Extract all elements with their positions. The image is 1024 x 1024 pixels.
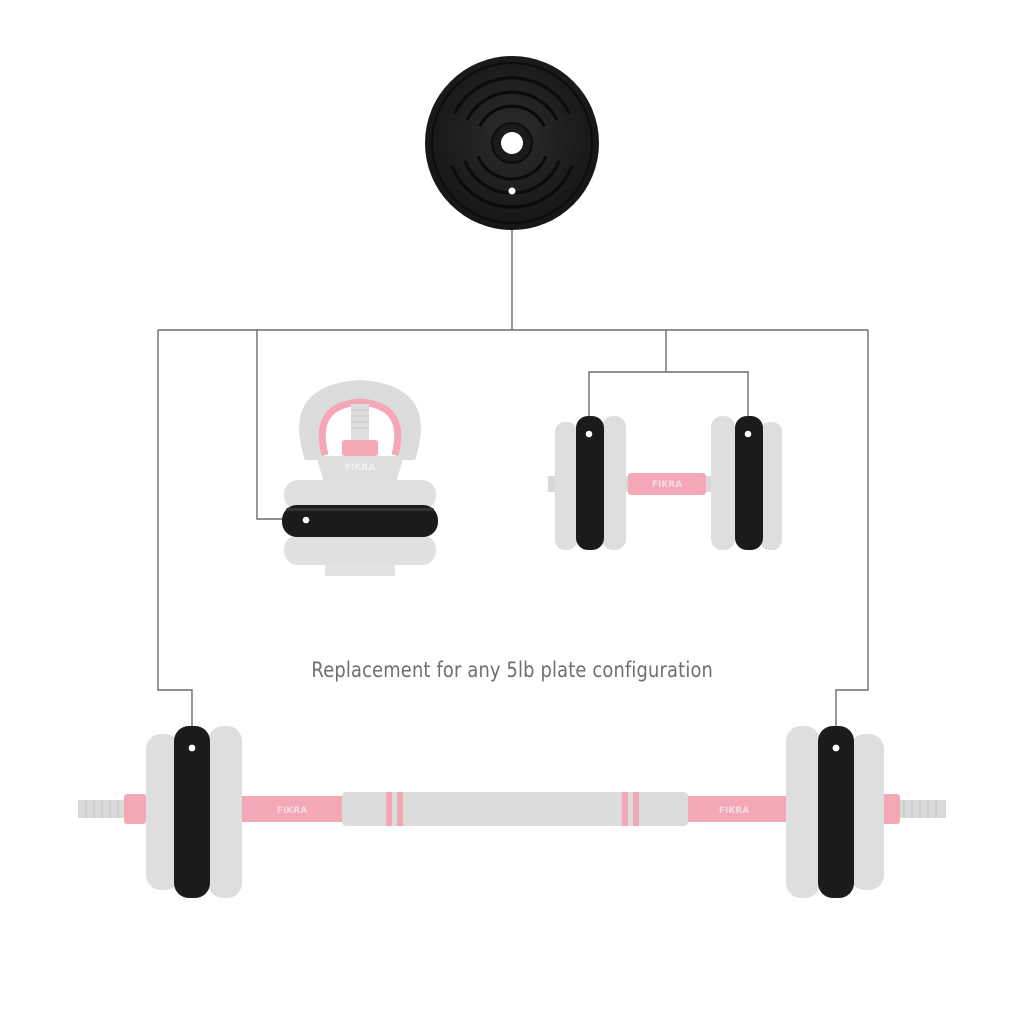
- kettlebell-brand-mark: FIKRA: [345, 463, 375, 473]
- dumbbell-icon: FIKRA: [548, 416, 782, 550]
- connector-barbell-left: [157, 330, 193, 746]
- barbell-brand-mark-left: FIKRA: [277, 806, 307, 816]
- connector-dumbbell-bridge: [588, 371, 749, 432]
- barbell-icon: FIKRA FIKRA: [78, 726, 946, 898]
- kettlebell-icon: FIKRA: [282, 380, 438, 576]
- caption-text: Replacement for any 5lb plate configurat…: [311, 658, 713, 682]
- dumbbell-brand-mark: FIKRA: [652, 480, 682, 490]
- weight-plate-icon: [425, 56, 599, 230]
- caption-container: Replacement for any 5lb plate configurat…: [311, 658, 713, 682]
- connector-lines: [157, 190, 869, 746]
- connector-barbell-right: [835, 330, 869, 746]
- barbell-brand-mark-right: FIKRA: [719, 806, 749, 816]
